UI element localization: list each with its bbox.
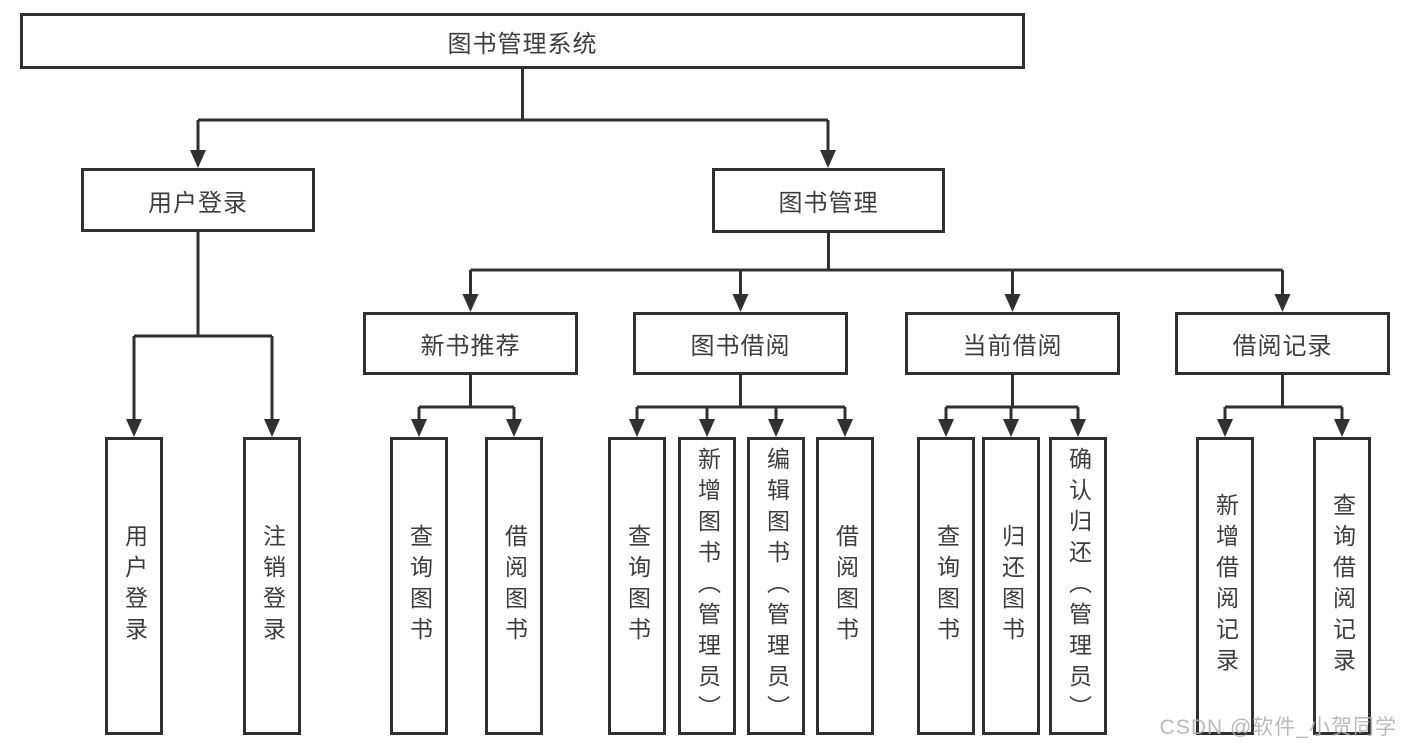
node-label: 查询借阅记录 [1329,493,1356,679]
node-query-borrow-record: 查询借阅记录 [1313,437,1371,735]
node-label: 新增借阅记录 [1212,493,1239,679]
node-edit-book-admin: 编辑图书（管理员） [747,437,805,735]
node-label: 借阅图书 [501,524,528,648]
node-borrow-books-recommend: 借阅图书 [485,437,543,735]
node-label: 用户登录 [121,524,148,648]
node-label: 查询图书 [933,524,960,648]
node-label: 借阅记录 [1232,333,1333,360]
node-add-borrow-record: 新增借阅记录 [1196,437,1254,735]
node-label: 借阅图书 [832,524,859,648]
node-add-book-admin: 新增图书（管理员） [678,437,736,735]
node-label: 归还图书 [998,524,1025,648]
node-user-login-leaf: 用户登录 [105,437,163,735]
node-user-login: 用户登录 [81,168,315,232]
node-label: 编辑图书（管理员） [763,446,790,726]
node-label: 注销登录 [259,524,286,648]
node-book-borrow: 图书借阅 [633,312,848,375]
node-label: 图书管理 [778,190,879,217]
node-label: 当前借阅 [962,333,1063,360]
node-label: 确认归还（管理员） [1065,446,1092,726]
node-query-books-current: 查询图书 [917,437,975,735]
node-logout-leaf: 注销登录 [243,437,301,735]
node-current-borrow: 当前借阅 [905,312,1120,375]
node-label: 查询图书 [406,524,433,648]
node-borrow-records: 借阅记录 [1175,312,1390,375]
watermark-text: CSDN @软件_小贺同学 [1159,716,1397,739]
node-confirm-return-admin: 确认归还（管理员） [1049,437,1107,735]
node-library-management-system: 图书管理系统 [20,13,1025,69]
node-query-books-recommend: 查询图书 [390,437,448,735]
node-query-books-borrow: 查询图书 [608,437,666,735]
node-new-book-recommend: 新书推荐 [363,312,578,375]
node-label: 新增图书（管理员） [694,446,721,726]
node-borrow-books-leaf: 借阅图书 [816,437,874,735]
node-label: 图书借阅 [690,333,791,360]
node-book-management: 图书管理 [712,168,945,233]
node-label: 图书管理系统 [447,30,598,58]
node-label: 用户登录 [148,189,248,217]
node-label: 新书推荐 [420,333,521,360]
node-return-book: 归还图书 [982,437,1040,735]
node-label: 查询图书 [624,524,651,648]
